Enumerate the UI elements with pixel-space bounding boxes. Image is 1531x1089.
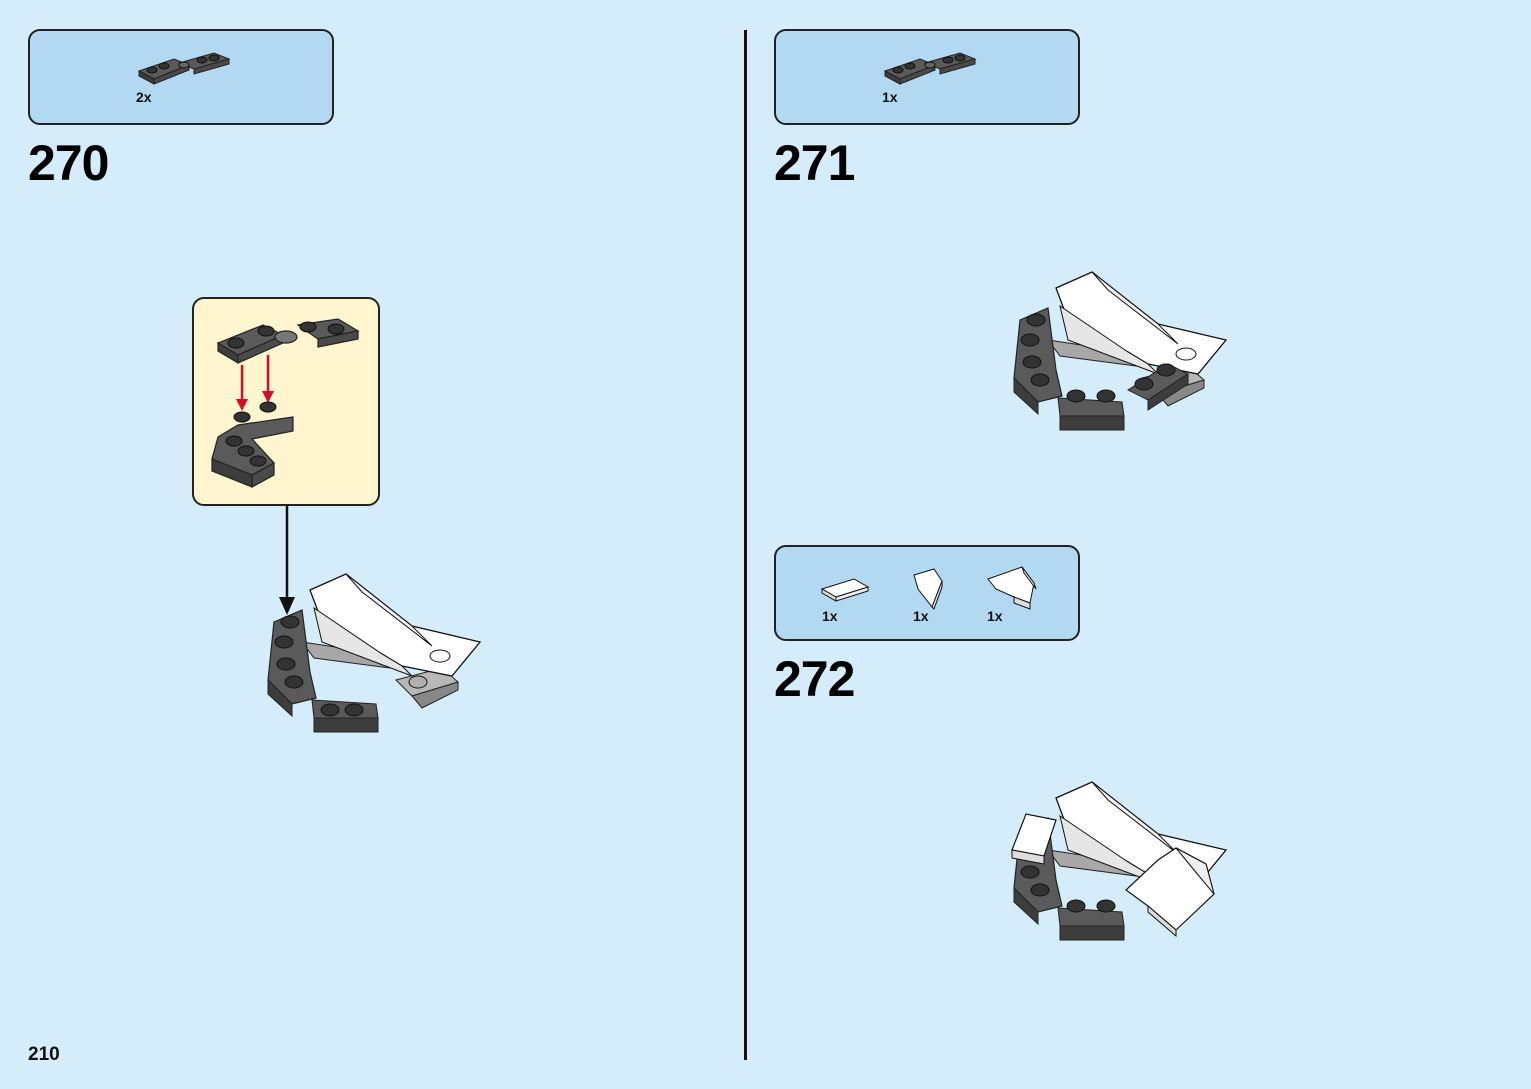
step-270-parts-box: 2x <box>28 29 334 125</box>
part-quantity: 1x <box>882 89 898 105</box>
step-number: 272 <box>774 654 854 704</box>
step-271-parts-box: 1x <box>774 29 1080 125</box>
hinge-plate-part-icon <box>134 51 234 91</box>
white-wedge-large-part-icon <box>984 563 1038 611</box>
step-272-parts-box: 1x 1x 1x <box>774 545 1080 641</box>
page-number: 210 <box>28 1044 60 1066</box>
step-number: 271 <box>774 138 854 188</box>
white-wedge-small-part-icon <box>910 567 946 609</box>
step-272-model <box>1008 780 1230 946</box>
page-divider <box>744 30 747 1060</box>
part-quantity: 2x <box>136 89 152 105</box>
step-271-model <box>1008 270 1230 436</box>
part-quantity: 1x <box>822 608 838 624</box>
step-number: 270 <box>28 138 108 188</box>
part-quantity: 1x <box>987 608 1003 624</box>
hinge-plate-part-icon <box>880 51 980 91</box>
sub-assembly-illustration <box>208 313 368 493</box>
part-quantity: 1x <box>913 608 929 624</box>
step-270-model <box>262 572 484 738</box>
white-tile-part-icon <box>818 575 872 603</box>
sub-assembly-callout <box>192 297 380 506</box>
